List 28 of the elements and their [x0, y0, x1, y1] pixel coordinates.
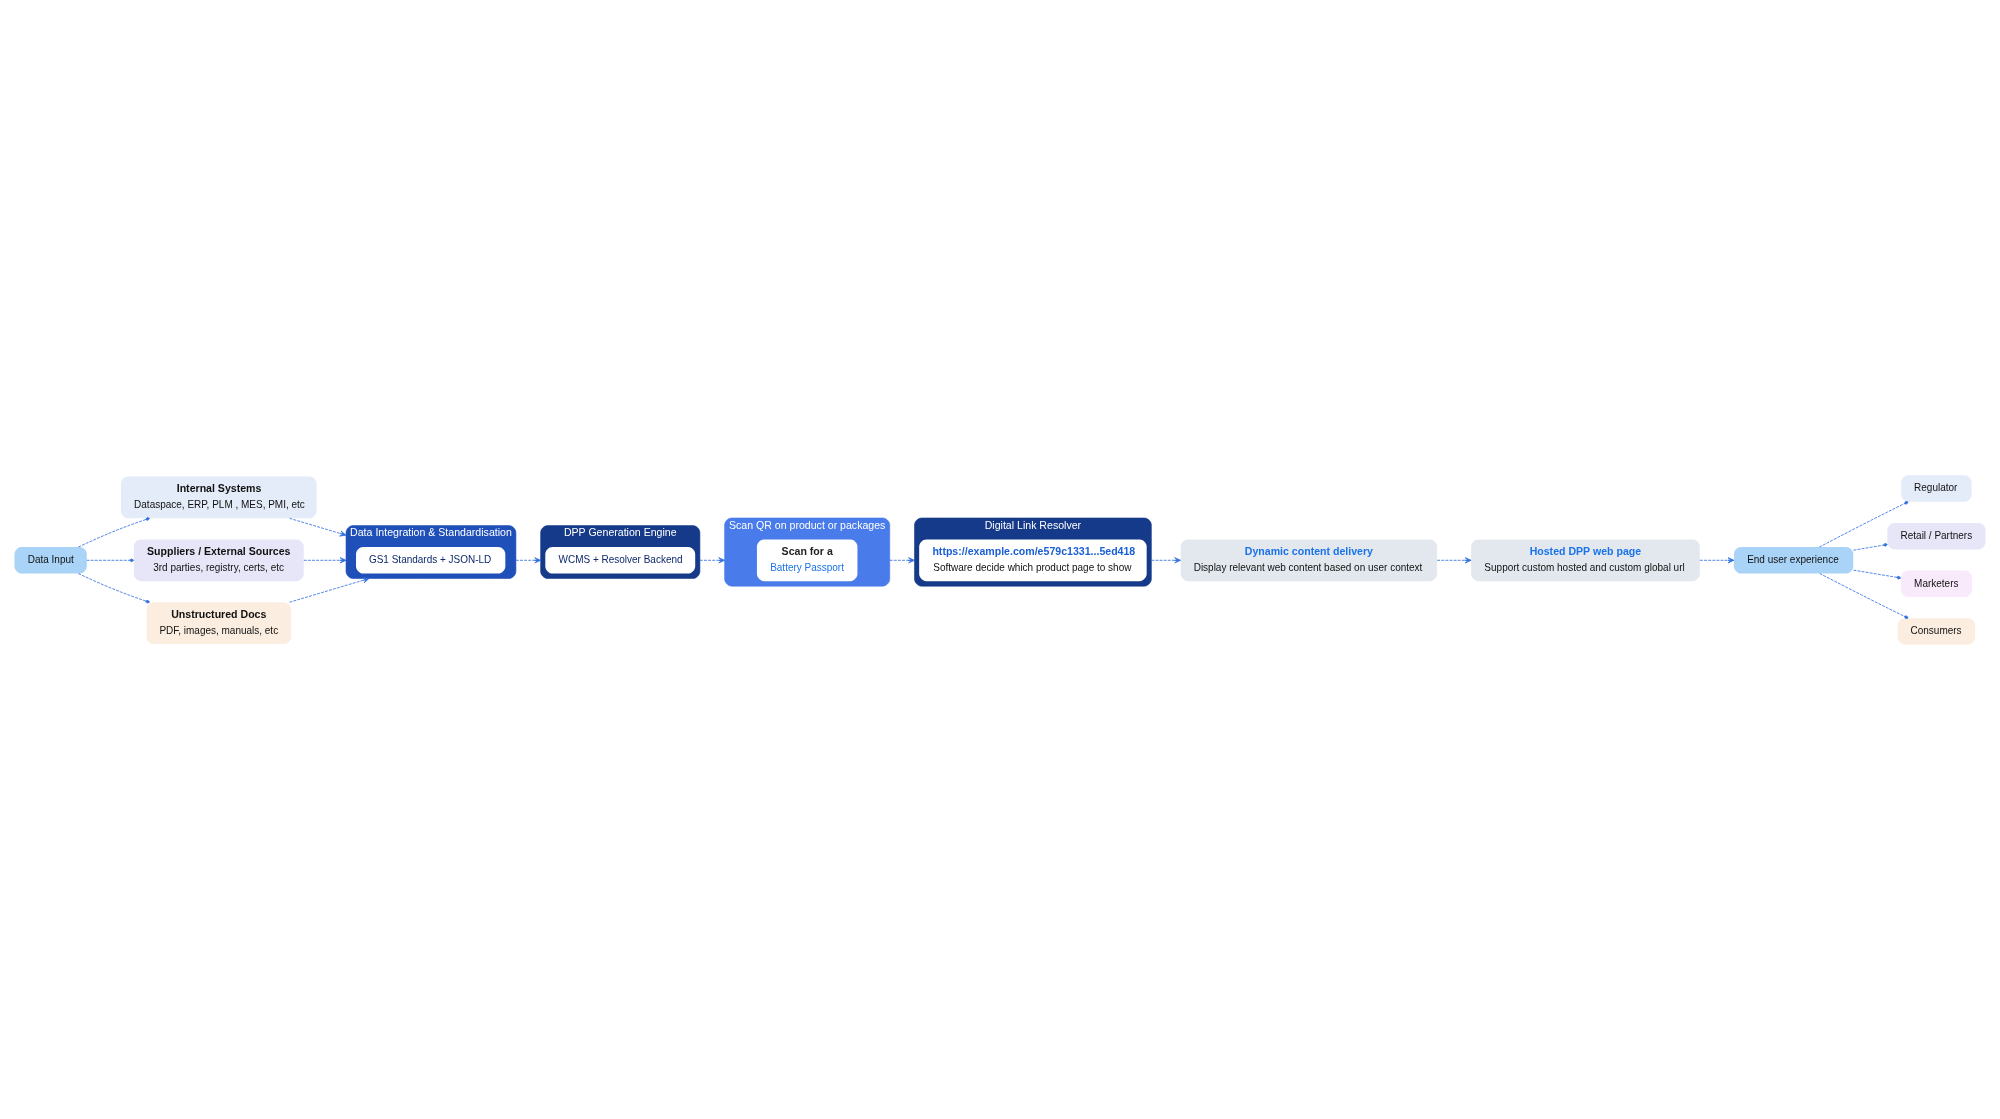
arrow [515, 556, 541, 563]
node-box: Internal Systems Dataspace, ERP, PLM , MES, PMI, etc [120, 476, 317, 518]
arrow [303, 556, 347, 563]
node-box: Suppliers / External Sources 3rd parties, registry, certs, etc [133, 538, 304, 581]
arrow [1150, 556, 1181, 563]
arrow [289, 576, 370, 603]
connector [1819, 572, 1909, 619]
node-box: Marketers [1900, 570, 1972, 597]
connector [1853, 542, 1888, 551]
connector [1853, 569, 1902, 579]
connector [77, 516, 150, 547]
arrow [289, 517, 347, 536]
node-box: Scan for a Battery Passport [756, 538, 858, 581]
node-box: GS1 Standards + JSON-LD [356, 546, 506, 573]
node-box: Data Input [14, 546, 87, 573]
connector [86, 557, 135, 562]
arrow [889, 556, 915, 563]
node-box: Dynamic content delivery Display relevant web content based on user context [1180, 538, 1438, 581]
node-box: End user experience [1733, 546, 1854, 573]
arrow [1436, 556, 1472, 563]
arrow [699, 556, 725, 563]
connector [1819, 500, 1909, 547]
node-box: Retail / Partners [1887, 522, 1986, 549]
node-box: WCMS + Resolver Backend [545, 546, 696, 573]
node-box: https://example.com/e579c1331...5ed418 Software decide which product page to show [919, 538, 1147, 581]
arrow [1699, 556, 1735, 563]
node-box: Hosted DPP web page Support custom hosted and custom global url [1471, 538, 1700, 581]
connector [77, 572, 150, 603]
